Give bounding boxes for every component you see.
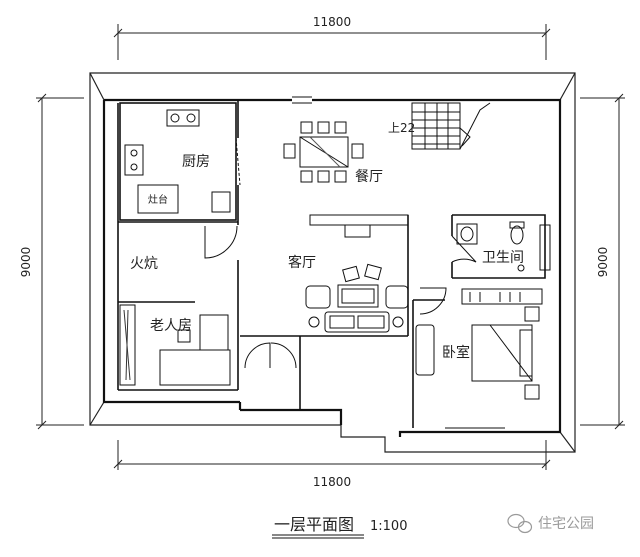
dimension-right xyxy=(580,93,625,430)
bedroom-furniture xyxy=(415,288,543,400)
elder-furniture xyxy=(119,304,231,386)
window-bottom xyxy=(445,427,505,433)
wechat-icon xyxy=(507,513,533,534)
stairs-label: 上22 xyxy=(388,121,415,135)
dimension-left xyxy=(36,93,84,430)
dim-right-label: 9000 xyxy=(596,247,610,278)
exterior-walls xyxy=(102,98,562,437)
kitchen-fixtures xyxy=(124,109,231,214)
living-label: 客厅 xyxy=(288,254,316,271)
bathroom-label: 卫生间 xyxy=(482,250,524,266)
bathroom-fixtures xyxy=(456,221,525,272)
window-top xyxy=(292,96,312,104)
bedroom-label: 卧室 xyxy=(442,344,470,361)
kang-label: 火炕 xyxy=(130,256,158,272)
dimension-bottom xyxy=(113,440,551,470)
kitchen-label: 厨房 xyxy=(182,154,210,170)
dining-table xyxy=(283,121,364,183)
stairs xyxy=(411,102,491,150)
elder-room-label: 老人房 xyxy=(150,318,192,334)
watermark-text: 住宅公园 xyxy=(538,516,594,532)
living-furniture xyxy=(305,214,409,333)
dining-label: 餐厅 xyxy=(355,169,383,185)
plan-title: 一层平面图 xyxy=(274,515,354,534)
dim-top-label: 11800 xyxy=(313,15,351,29)
roof-outline xyxy=(89,72,576,453)
doors xyxy=(204,137,477,369)
interior-walls xyxy=(117,100,546,428)
dimension-top xyxy=(113,24,551,60)
plan-scale: 1:100 xyxy=(370,519,407,534)
stove-label: 灶台 xyxy=(148,193,168,206)
dim-left-label: 9000 xyxy=(19,247,33,278)
title-block xyxy=(272,534,364,539)
dim-bottom-label: 11800 xyxy=(313,475,351,489)
